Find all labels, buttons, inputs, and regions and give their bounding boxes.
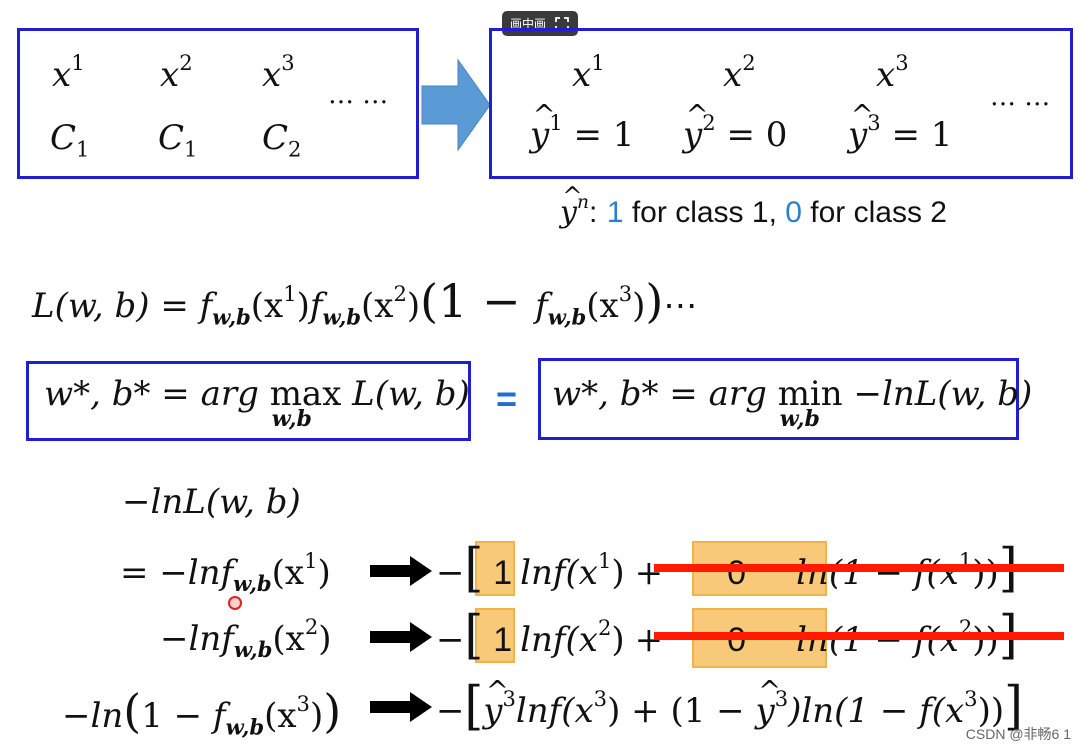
c1b-label: C1 bbox=[158, 118, 198, 162]
row3-left: −ln(1 − fw,b(x3)) bbox=[62, 684, 342, 740]
strike-line-1 bbox=[654, 564, 1064, 572]
watermark: CSDN @非畅6 1 bbox=[965, 726, 1071, 742]
yhat3-eq: y3 = 1 bbox=[848, 100, 952, 155]
argmax-box bbox=[26, 361, 471, 441]
implies-arrow-icon bbox=[370, 622, 432, 652]
implies-arrow-icon bbox=[370, 556, 432, 586]
likelihood-equation: L(w, b) = fw,b(x1)fw,b(x2)(1 − fw,b(x3))… bbox=[32, 274, 698, 330]
label-encoding-box bbox=[489, 28, 1073, 179]
yhat2-eq: y2 = 0 bbox=[683, 100, 787, 155]
coef-highlight-1 bbox=[475, 541, 515, 596]
rx2-label: x2 bbox=[723, 50, 756, 95]
pip-label: 画中画 bbox=[509, 17, 546, 31]
x2-label: x2 bbox=[160, 50, 193, 95]
c2-label: C2 bbox=[262, 118, 302, 162]
equals-sign: = bbox=[496, 378, 518, 419]
strike-line-2 bbox=[654, 632, 1064, 640]
implies-arrow-icon bbox=[370, 692, 432, 722]
row2-left: −lnfw,b(x2) bbox=[160, 614, 332, 663]
x3-label: x3 bbox=[262, 50, 295, 95]
coef-highlight-2 bbox=[475, 608, 515, 663]
neglog-likelihood: −lnL(w, b) bbox=[122, 482, 301, 522]
rx1-label: x1 bbox=[572, 50, 605, 95]
ellipsis-right: … … bbox=[990, 82, 1051, 112]
right-arrow-icon bbox=[421, 58, 491, 152]
argmin-box bbox=[538, 358, 1019, 440]
ellipsis-left: … … bbox=[328, 80, 389, 110]
training-data-box bbox=[17, 28, 419, 179]
row1-left: = −lnfw,b(x1) bbox=[120, 548, 331, 597]
row3-right: −[y3lnf(x3) + (1 − y3)ln(1 − f(x3))] bbox=[436, 675, 1023, 737]
class-legend: yn: 1 for class 1, 0 for class 2 bbox=[560, 182, 947, 230]
cursor-dot bbox=[228, 596, 242, 610]
yhat1-eq: y1 = 1 bbox=[530, 100, 634, 155]
rx3-label: x3 bbox=[876, 50, 909, 95]
c1-label: C1 bbox=[50, 118, 90, 162]
x1-label: x1 bbox=[52, 50, 85, 95]
picture-in-picture-button[interactable]: 画中画 bbox=[502, 11, 578, 36]
